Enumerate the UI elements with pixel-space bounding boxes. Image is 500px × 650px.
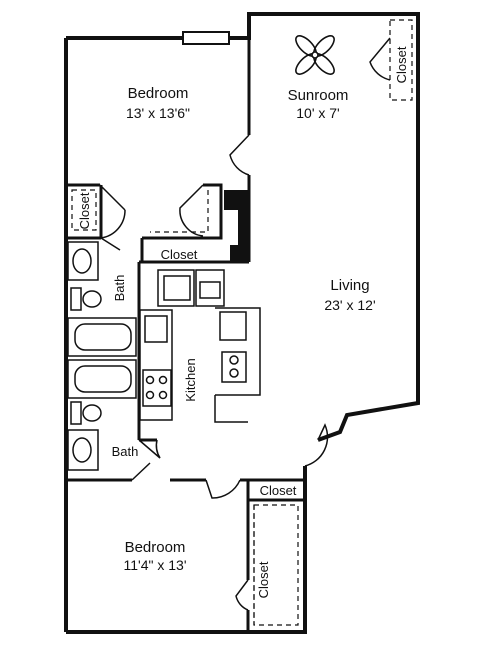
- bathtub-icon: [74, 365, 132, 393]
- room-dims-living: 23' x 12': [324, 297, 375, 313]
- kitchen-fixtures: [139, 269, 261, 423]
- label-closet-hall: Closet: [161, 247, 198, 262]
- room-name-living: Living: [330, 277, 369, 294]
- interior-walls: [66, 38, 305, 632]
- room-dims-sunroom: 10' x 7': [296, 105, 339, 121]
- ceiling-fan-icon: [295, 35, 335, 75]
- stove-icon: [142, 369, 172, 407]
- sink-icon: [72, 437, 92, 463]
- room-dims-bedroom-top: 13' x 13'6": [126, 105, 190, 121]
- sink-icon: [72, 248, 92, 274]
- room-name-sunroom: Sunroom: [288, 87, 349, 104]
- lower-bath-fixtures: [67, 359, 137, 471]
- label-bath-upper: Bath: [112, 275, 127, 302]
- label-kitchen: Kitchen: [183, 358, 198, 401]
- room-name-bedroom-bottom: Bedroom: [125, 539, 186, 556]
- window: [182, 31, 230, 45]
- label-closet-bedroom-side: Closet: [77, 192, 92, 229]
- toilet-icon: [82, 404, 102, 422]
- closet-dashes: [71, 19, 413, 626]
- kitchen-sink-icon: [221, 351, 247, 383]
- room-name-bedroom-top: Bedroom: [128, 85, 189, 102]
- bathtub-icon: [74, 323, 132, 351]
- label-closet-bedroom-top: Closet: [260, 483, 297, 498]
- label-closet-sunroom: Closet: [394, 46, 409, 83]
- fireplace-icon: [224, 190, 249, 262]
- label-closet-bedroom-side-lower: Closet: [256, 561, 271, 598]
- room-dims-bedroom-bottom: 11'4" x 13': [124, 557, 187, 573]
- label-bath-lower: Bath: [112, 444, 139, 459]
- door-swings: [99, 37, 391, 611]
- upper-bath-fixtures: [67, 241, 137, 357]
- toilet-icon: [82, 290, 102, 308]
- exterior-walls: [64, 12, 420, 634]
